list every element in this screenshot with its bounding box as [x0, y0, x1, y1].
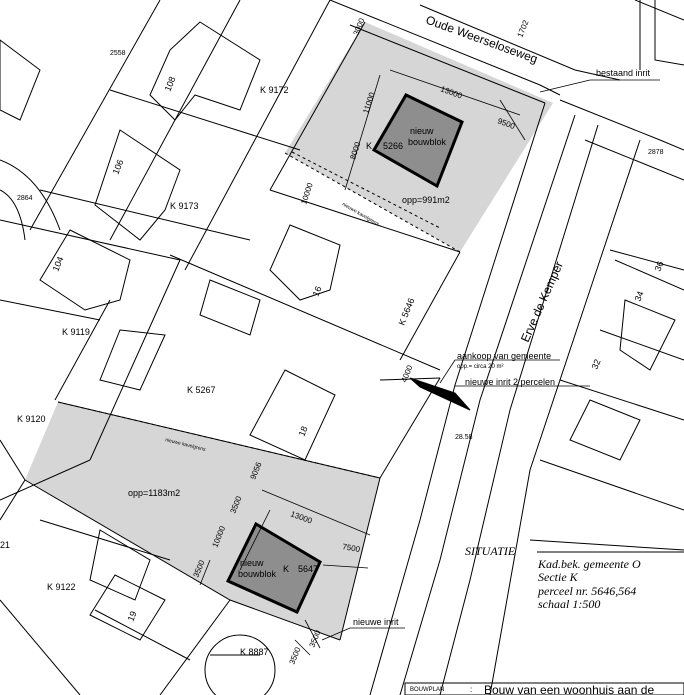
- house-number-108: 108: [163, 75, 178, 93]
- building-block-top: [371, 93, 464, 189]
- dimension-7500: 7500: [342, 542, 362, 554]
- block-bottom-label-2: bouwblok: [238, 569, 277, 579]
- dimension-lines: [199, 69, 526, 656]
- house-number-106: 106: [111, 158, 126, 176]
- street-erve-de-kemper: Erve de Kemper: [518, 259, 566, 344]
- situatie-line-3: perceel nr. 5646,564: [537, 584, 636, 598]
- parcel-k5646: K 5646: [397, 297, 417, 327]
- annotation-bestaand-inrit: bestaand inrit: [596, 68, 651, 78]
- parcel-k8887: K 8887: [240, 647, 269, 657]
- parcel-k9172: K 9172: [260, 85, 289, 95]
- parcel-k9122: K 9122: [47, 582, 76, 592]
- marker-2558: 2558: [110, 50, 126, 57]
- annotation-aankoop: aankoop van gemeente: [457, 351, 551, 361]
- purchase-strip: [409, 377, 471, 411]
- parcel-k5266-prefix: K: [366, 141, 372, 151]
- title-block-value: Bouw van een woonhuis aan de: [484, 683, 654, 695]
- kavelgrens-lines: [57, 151, 461, 479]
- parcel-k9120: K 9120: [17, 414, 46, 424]
- dimension-3500-d: 3500: [288, 645, 303, 665]
- house-number-36: 36: [653, 260, 666, 273]
- marker-2858: 28.58: [455, 434, 473, 441]
- block-top-label-2: bouwblok: [408, 137, 447, 147]
- annotation-nieuwe-inrit-2: nieuwe inrit 2 percelen: [465, 377, 555, 387]
- legend-lines: [404, 551, 684, 695]
- parcel-k9119: K 9119: [62, 327, 90, 337]
- title-block-label: BOUWPLAN: [410, 687, 444, 693]
- house-number-16: 16: [311, 285, 324, 298]
- title-block-colon: :: [470, 685, 472, 694]
- parcel-k9173: K 9173: [170, 201, 199, 211]
- house-number-18: 18: [297, 425, 310, 438]
- leader-lines: [321, 79, 660, 641]
- house-number-19: 19: [126, 610, 139, 623]
- block-top-label-1: nieuw: [410, 126, 434, 136]
- house-number-32: 32: [590, 358, 603, 371]
- dimension-10000-top: 10000: [299, 181, 315, 205]
- situatie-line-4: schaal 1:500: [538, 597, 600, 611]
- annotation-aankoop-sub: opp.= circa 20 m²: [457, 364, 504, 370]
- situatie-line-2: Sectie K: [538, 570, 579, 584]
- marker-2864: 2864: [17, 195, 33, 202]
- block-bottom-label-1: nieuw: [240, 558, 264, 568]
- dimension-1702: 1702: [516, 18, 531, 38]
- building-block-bottom: [225, 521, 322, 614]
- house-number-21: 21: [0, 540, 10, 550]
- parcel-k5647-number: 5647: [298, 564, 318, 574]
- parcel-k5267: K 5267: [187, 385, 216, 395]
- situatie-line-1: Kad.bek. gemeente O: [537, 557, 641, 571]
- marker-2878: 2878: [648, 149, 664, 156]
- annotation-nieuwe-inrit: nieuwe inrit: [353, 617, 399, 627]
- parcel-k5266-number: 5266: [383, 141, 403, 151]
- area-label-top: opp=991m2: [402, 195, 450, 205]
- parcel-k5647-prefix: K: [283, 564, 289, 574]
- plot-area-bottom: [25, 402, 380, 640]
- situatie-title: SITUATIE: [465, 544, 516, 558]
- dimension-3500-c: 3500: [308, 628, 323, 648]
- area-label-bottom: opp=1183m2: [128, 488, 180, 498]
- house-number-34: 34: [633, 290, 646, 303]
